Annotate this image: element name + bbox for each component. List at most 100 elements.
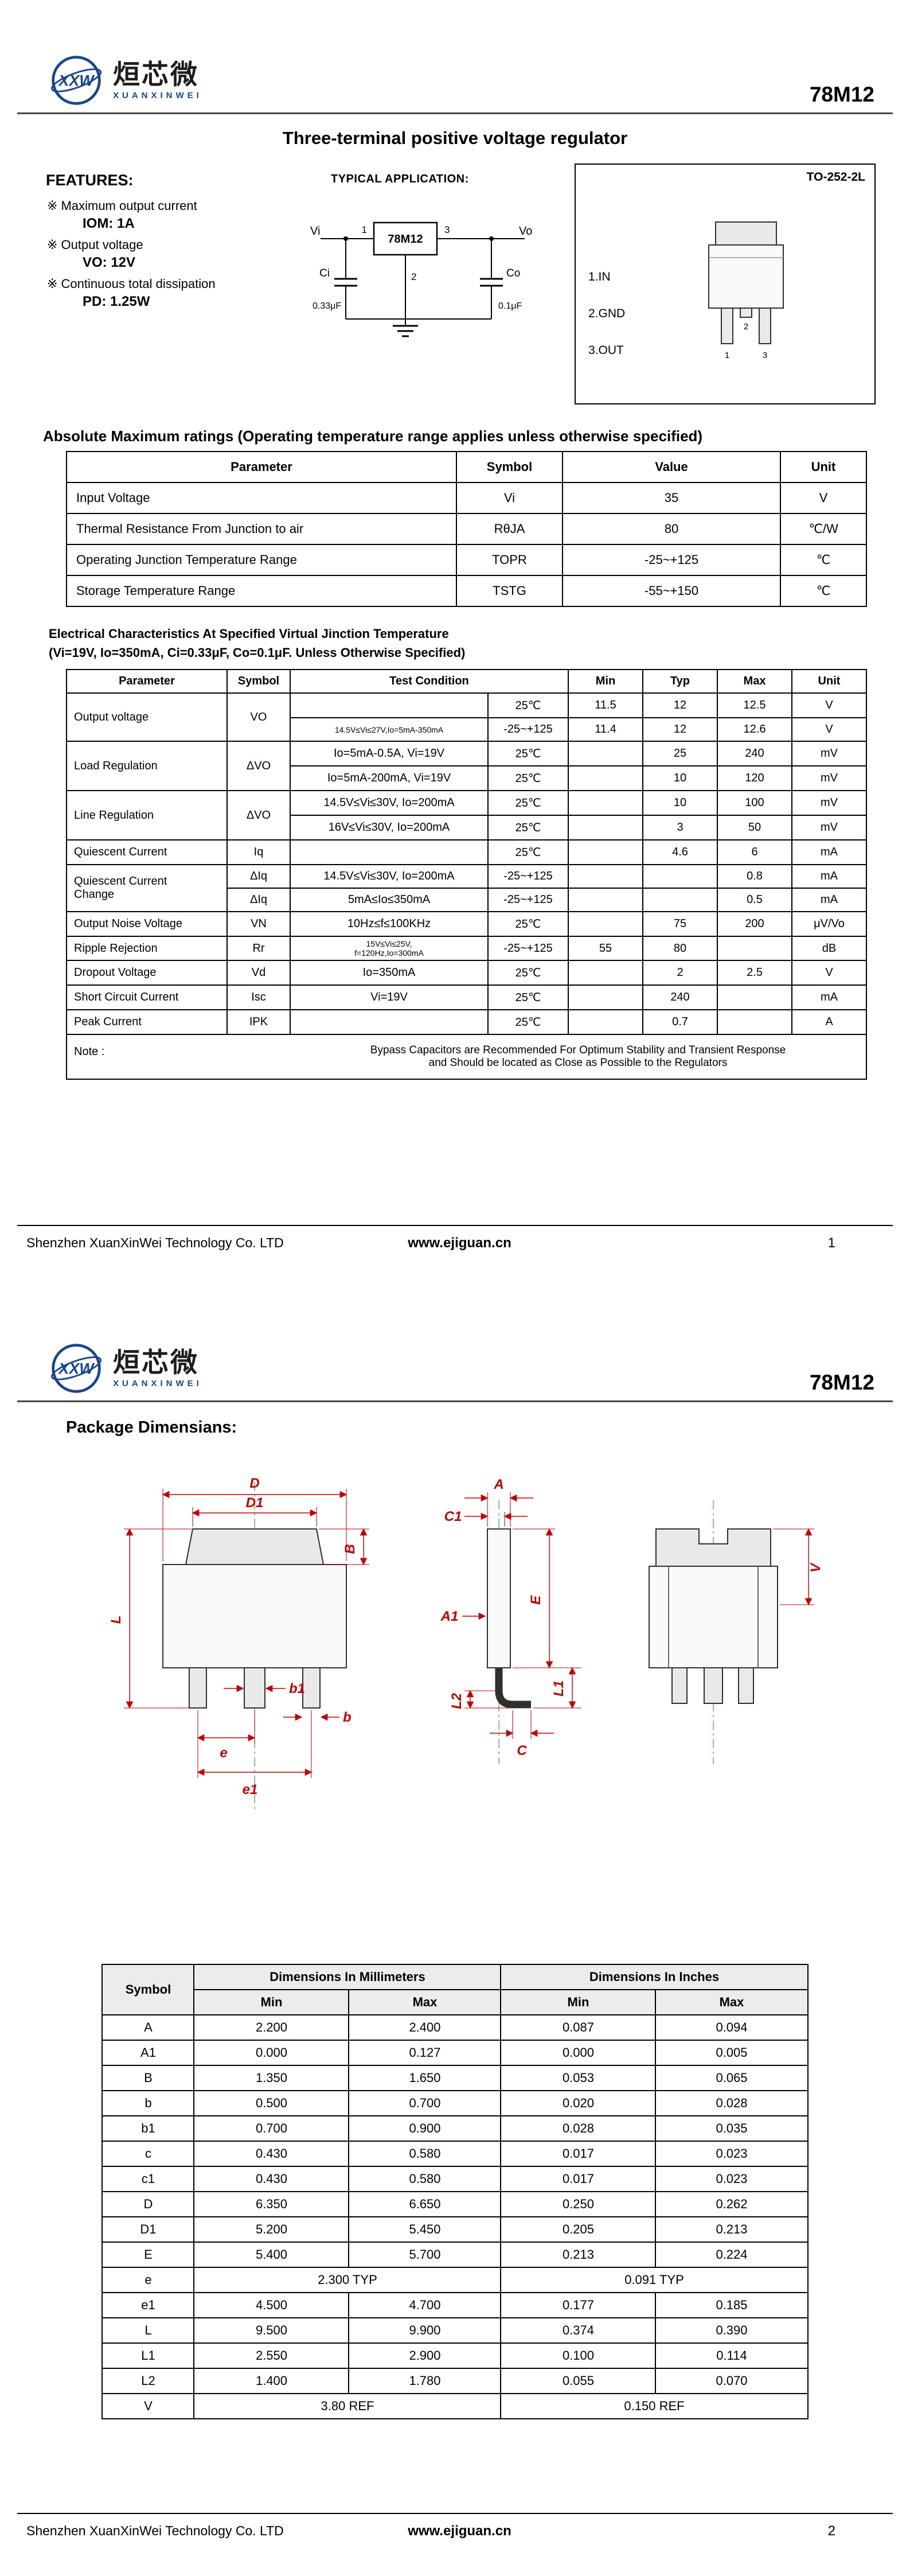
table-cell bbox=[568, 765, 643, 791]
table-cell: 25 bbox=[642, 741, 718, 766]
table-cell bbox=[568, 864, 643, 889]
table-cell: 25℃ bbox=[487, 911, 569, 937]
table-cell: 16V≤Vi≤30V, Io=200mA bbox=[290, 815, 489, 840]
table-cell: VN bbox=[226, 911, 291, 937]
header-cell: Unit bbox=[791, 669, 867, 694]
table-cell bbox=[290, 692, 489, 718]
table-cell: mA bbox=[791, 985, 867, 1010]
logo-icon: XXW bbox=[50, 1344, 102, 1393]
table-cell: mV bbox=[791, 790, 867, 816]
table-cell: mV bbox=[791, 765, 867, 791]
table-cell: 0.150 REF bbox=[500, 2393, 809, 2419]
table-cell: 0.023 bbox=[655, 2141, 809, 2167]
logo-monogram: XXW bbox=[57, 1360, 95, 1378]
table-cell: b1 bbox=[101, 2115, 195, 2142]
package-outline-box: TO-252-2L 1.IN 2.GND 3.OUT 1 2 3 bbox=[575, 164, 876, 404]
electrical-characteristics-heading: Electrical Characteristics At Specified … bbox=[49, 624, 910, 662]
abs-max-heading-text: Absolute Maximum ratings bbox=[43, 427, 234, 445]
table-cell: 0.035 bbox=[655, 2115, 809, 2142]
table-cell: V bbox=[791, 960, 867, 986]
feature-text: ※ Maximum output current bbox=[47, 199, 197, 213]
table-cell: B bbox=[101, 2065, 195, 2091]
table-cell: V bbox=[791, 692, 867, 718]
table-cell: 25℃ bbox=[487, 1009, 569, 1035]
table-cell: 0.900 bbox=[348, 2115, 502, 2142]
header-cell: Typ bbox=[642, 669, 718, 694]
table-cell: 5.400 bbox=[193, 2242, 350, 2268]
table-cell bbox=[568, 985, 643, 1010]
header-cell: Unit bbox=[780, 451, 867, 483]
dim-label-b1: b1 bbox=[289, 1681, 305, 1696]
header-cell: Symbol bbox=[226, 669, 291, 694]
footer-page-number: 2 bbox=[827, 2523, 835, 2539]
table-cell: 0.091 TYP bbox=[500, 2267, 809, 2293]
table-cell: 15V≤Vi≤25V, f=120Hz,Io=300mA bbox=[290, 936, 489, 961]
header-cell: Max bbox=[717, 669, 792, 694]
lead-number-2: 2 bbox=[743, 322, 748, 332]
table-cell: ΔIq bbox=[226, 864, 291, 889]
dim-label-b: b bbox=[343, 1710, 351, 1725]
table-cell: 4.500 bbox=[193, 2292, 350, 2318]
back-lead-3 bbox=[737, 1667, 754, 1704]
table-cell: 0.065 bbox=[655, 2065, 809, 2091]
table-cell: 14.5V≤Vi≤27V,Io=5mA-350mA bbox=[290, 717, 489, 742]
document-title: Three-terminal positive voltage regulato… bbox=[282, 128, 628, 148]
table-cell: -25~+125 bbox=[562, 544, 781, 576]
table-cell: 0.020 bbox=[500, 2090, 657, 2116]
table-cell: 0.700 bbox=[348, 2090, 502, 2116]
ci-value: 0.33μF bbox=[313, 301, 341, 311]
abs-max-heading: Absolute Maximum ratings (Operating temp… bbox=[43, 427, 910, 445]
header-cell: Min bbox=[568, 669, 643, 694]
table-cell: 240 bbox=[642, 985, 718, 1010]
feature-text: ※ Continuous total dissipation bbox=[47, 277, 216, 291]
table-cell: V bbox=[780, 482, 867, 514]
table-cell: 0.500 bbox=[193, 2090, 350, 2116]
table-cell: 10 bbox=[642, 790, 718, 816]
side-view: A C1 A1 E L1 L2 C bbox=[440, 1477, 581, 1764]
table-cell: Iq bbox=[226, 839, 291, 865]
page-1: XXW 烜芯微 XUANXINWEI 78M12 Three-terminal … bbox=[17, 56, 910, 1251]
ci-label: Ci bbox=[319, 267, 330, 279]
front-lead-2 bbox=[243, 1667, 265, 1709]
front-body bbox=[162, 1564, 347, 1668]
side-body bbox=[486, 1528, 511, 1668]
table-cell: 2.5 bbox=[717, 960, 792, 986]
table-cell bbox=[568, 911, 643, 937]
header-cell: Parameter bbox=[66, 669, 228, 694]
table-cell: 5mA≤Io≤350mA bbox=[290, 888, 489, 912]
table-cell: Dropout Voltage bbox=[66, 960, 228, 986]
table-cell: Io=5mA-0.5A, Vi=19V bbox=[290, 741, 489, 766]
table-cell: Vi=19V bbox=[290, 985, 489, 1010]
header-cell: Parameter bbox=[66, 451, 457, 483]
table-cell: VO bbox=[226, 692, 291, 742]
typical-application-section: TYPICAL APPLICATION: bbox=[276, 164, 540, 382]
footer-website: www.ejiguan.cn bbox=[408, 2523, 511, 2539]
page-footer: Shenzhen XuanXinWei Technology Co. LTD w… bbox=[17, 2513, 893, 2539]
table-cell: 25℃ bbox=[487, 960, 569, 986]
front-lead-3 bbox=[302, 1667, 321, 1709]
table-cell: mA bbox=[791, 839, 867, 865]
table-cell: Ripple Rejection bbox=[66, 936, 228, 961]
table-cell: 0.053 bbox=[500, 2065, 657, 2091]
table-cell: 12.5 bbox=[717, 692, 792, 718]
table-cell: 6.650 bbox=[348, 2191, 502, 2217]
brand-name: 烜芯微 bbox=[113, 59, 199, 90]
table-cell: A bbox=[791, 1009, 867, 1035]
dim-label-E: E bbox=[528, 1595, 544, 1605]
table-cell bbox=[642, 864, 718, 889]
table-cell: 12 bbox=[642, 692, 718, 718]
dim-label-L1: L1 bbox=[551, 1680, 567, 1696]
dim-label-A: A bbox=[493, 1477, 503, 1492]
front-view: D D1 B L b1 b e e1 bbox=[108, 1476, 369, 1810]
table-cell: 25℃ bbox=[487, 741, 569, 766]
table-cell: mA bbox=[791, 888, 867, 912]
typical-application-circuit: 78M12 Vi Vo 1 3 2 Ci 0.33μF Co 0.1μF bbox=[310, 221, 532, 337]
table-cell: 12.6 bbox=[717, 717, 792, 742]
